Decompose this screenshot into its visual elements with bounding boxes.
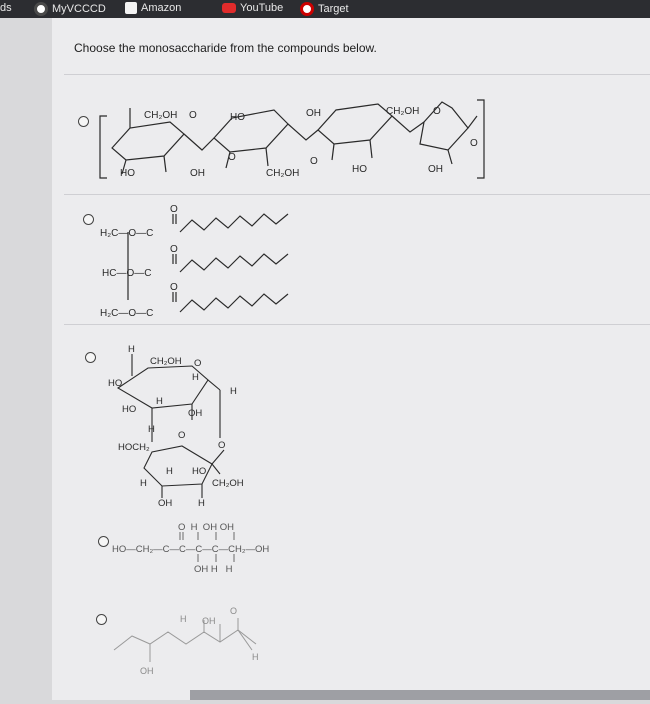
bookmark-label: YouTube bbox=[240, 2, 284, 14]
svg-text:O: O bbox=[170, 244, 178, 255]
bookmark-label: Amazon bbox=[141, 2, 182, 14]
svg-text:H: H bbox=[230, 386, 237, 397]
svg-text:O: O bbox=[433, 106, 441, 117]
svg-text:H: H bbox=[198, 498, 205, 508]
svg-text:O: O bbox=[230, 606, 237, 616]
bookmark-ds[interactable]: ds bbox=[0, 2, 12, 14]
svg-text:OH H H: OH H H bbox=[194, 564, 233, 575]
radio-option-e[interactable] bbox=[96, 614, 107, 625]
polysaccharide-structure: CH₂OH O HO OH CH₂OH O HO OH O CH₂OH O HO… bbox=[99, 99, 485, 179]
ch2oh-label: CH₂OH bbox=[144, 110, 177, 121]
svg-text:HC—O—C: HC—O—C bbox=[102, 268, 151, 279]
target-icon bbox=[300, 2, 314, 16]
bookmark-youtube[interactable]: YouTube bbox=[222, 2, 283, 14]
amazon-icon bbox=[125, 2, 137, 14]
svg-text:OH: OH bbox=[428, 164, 443, 175]
svg-text:H: H bbox=[156, 396, 163, 407]
svg-text:H₂C—O—C: H₂C—O—C bbox=[100, 228, 153, 239]
svg-text:O: O bbox=[170, 282, 178, 293]
option-c[interactable]: H CH₂OH O HO H H HO H OH H O HOCH₂ O H H… bbox=[52, 328, 650, 508]
svg-text:OH: OH bbox=[190, 168, 205, 179]
svg-text:H: H bbox=[180, 614, 187, 624]
svg-text:H: H bbox=[148, 424, 155, 435]
partial-structure: H OH O H OH bbox=[113, 606, 259, 676]
svg-text:H: H bbox=[128, 344, 135, 355]
svg-text:HO: HO bbox=[120, 168, 135, 179]
quiz-page: Choose the monosaccharide from the compo… bbox=[52, 18, 650, 700]
oh-label: OH bbox=[306, 108, 321, 119]
option-d[interactable]: O H OH OH HO—CH₂—C—C—C—C—CH₂—OH OH H H bbox=[52, 510, 650, 580]
youtube-icon bbox=[222, 3, 236, 13]
question-text: Choose the monosaccharide from the compo… bbox=[74, 41, 377, 55]
svg-text:CH₂OH: CH₂OH bbox=[266, 168, 299, 179]
option-b[interactable]: O H₂C—O—C O HC—O—C O H₂C—O—C bbox=[52, 196, 650, 326]
svg-text:HO: HO bbox=[122, 404, 136, 415]
svg-text:O: O bbox=[470, 138, 478, 149]
svg-text:OH: OH bbox=[188, 408, 202, 419]
divider bbox=[64, 74, 650, 75]
svg-text:O: O bbox=[170, 204, 178, 215]
option-a[interactable]: CH₂OH O HO OH CH₂OH O HO OH O CH₂OH O HO… bbox=[52, 78, 650, 198]
svg-text:HO—CH₂—C—C—C—C—CH₂—OH: HO—CH₂—C—C—C—C—CH₂—OH bbox=[112, 544, 269, 555]
svg-text:CH₂OH: CH₂OH bbox=[386, 106, 419, 117]
svg-text:H: H bbox=[140, 478, 147, 489]
svg-text:HO: HO bbox=[108, 378, 122, 389]
svg-text:HOCH₂: HOCH₂ bbox=[118, 442, 150, 453]
svg-text:HO: HO bbox=[352, 164, 367, 175]
bookmark-amazon[interactable]: Amazon bbox=[125, 2, 181, 14]
bookmark-target[interactable]: Target bbox=[300, 2, 349, 16]
divider bbox=[64, 324, 650, 325]
svg-text:CH₂OH: CH₂OH bbox=[212, 478, 244, 489]
svg-text:O: O bbox=[189, 110, 197, 121]
svg-text:HO: HO bbox=[192, 466, 206, 477]
svg-text:O: O bbox=[310, 156, 318, 167]
myvcccd-icon bbox=[34, 2, 48, 16]
svg-text:OH: OH bbox=[202, 616, 216, 626]
radio-option-d[interactable] bbox=[98, 536, 109, 547]
svg-text:O: O bbox=[228, 152, 236, 163]
svg-text:OH: OH bbox=[140, 666, 154, 676]
divider bbox=[64, 194, 650, 195]
bookmark-label: Target bbox=[318, 3, 349, 15]
svg-text:OH: OH bbox=[158, 498, 172, 508]
svg-text:CH₂OH: CH₂OH bbox=[150, 356, 182, 367]
svg-text:H₂C—O—C: H₂C—O—C bbox=[100, 308, 153, 319]
option-e[interactable]: H OH O H OH bbox=[52, 584, 650, 704]
svg-text:O: O bbox=[178, 430, 185, 441]
svg-text:H: H bbox=[252, 652, 259, 662]
ho-label: HO bbox=[230, 112, 245, 123]
disaccharide-structure: H CH₂OH O HO H H HO H OH H O HOCH₂ O H H… bbox=[108, 344, 244, 508]
bookmark-myvcccd[interactable]: MyVCCCD bbox=[34, 2, 106, 16]
svg-text:H: H bbox=[166, 466, 173, 477]
bottom-bar bbox=[190, 690, 650, 700]
svg-text:O: O bbox=[194, 358, 201, 369]
svg-text:O H OH OH: O H OH OH bbox=[178, 522, 234, 533]
triglyceride-structure: O H₂C—O—C O HC—O—C O H₂C—O—C bbox=[100, 204, 289, 319]
radio-option-a[interactable] bbox=[78, 116, 89, 127]
bookmark-label: MyVCCCD bbox=[52, 3, 106, 15]
bookmark-label: ds bbox=[0, 2, 12, 14]
svg-text:H: H bbox=[192, 372, 199, 383]
radio-option-b[interactable] bbox=[83, 214, 94, 225]
radio-option-c[interactable] bbox=[85, 352, 96, 363]
bookmarks-bar: ds MyVCCCD Amazon YouTube Target bbox=[0, 0, 650, 18]
svg-text:O: O bbox=[218, 440, 225, 451]
open-chain-sugar-structure: O H OH OH HO—CH₂—C—C—C—C—CH₂—OH OH H H bbox=[112, 522, 269, 575]
